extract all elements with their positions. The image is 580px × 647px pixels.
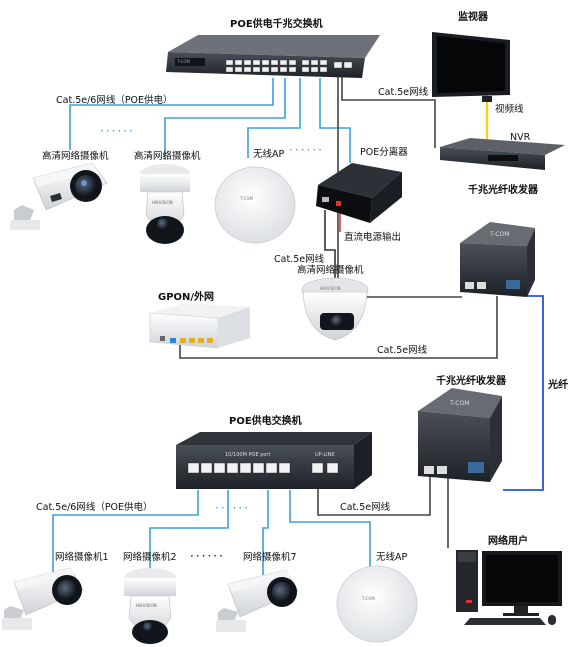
dots-top-left: ······ (100, 124, 135, 138)
brand-converter-top: T-COM (489, 231, 509, 238)
label-poe-splitter: POE分离器 (360, 146, 408, 158)
hd-camera-2: HIKVISION (140, 164, 190, 244)
label-cat5e-nvr: Cat.5e网线 (378, 86, 429, 98)
brand-converter-bottom: T-COM (449, 400, 469, 407)
switch-uplink-label: UP-LINK (315, 452, 335, 458)
label-network-user: 网络用户 (488, 534, 528, 547)
poe-switch: 10/100M POE port UP-LINK (176, 432, 372, 489)
svg-text:HIKVISION: HIKVISION (320, 286, 341, 291)
wireless-ap-top: T-COM (214, 166, 296, 244)
hd-camera-3: HIKVISION (301, 277, 369, 341)
label-wireless-ap-top: 无线AP (253, 148, 284, 160)
gpon-device (149, 303, 250, 349)
poe-cable-camera-1 (69, 78, 274, 150)
cable-b-switch-to-converter (317, 472, 431, 516)
switch-port-label: 10/100M POE port (225, 452, 270, 458)
svg-text:T-COM: T-COM (239, 196, 253, 201)
fiber-cable (503, 295, 544, 491)
svg-text:T-COM: T-COM (361, 596, 375, 601)
label-cat5e-gpon: Cat.5e网线 (377, 344, 428, 356)
cables-bottom (52, 472, 449, 575)
nvr (440, 138, 565, 170)
cable-gpon (179, 296, 498, 359)
poe-cable-b-camera-2 (149, 490, 229, 570)
label-gpon: GPON/外网 (158, 290, 214, 303)
label-poe-switch: POE供电交换机 (229, 414, 302, 427)
ellipsis-cameras: ······ (190, 549, 225, 563)
dots-bottom: ······ (215, 501, 250, 515)
gigabit-converter-bottom: T-COM (418, 388, 502, 482)
network-user-pc (456, 550, 562, 625)
poe-cable-camera-2 (164, 78, 286, 160)
poe-cable-ap (247, 78, 301, 158)
label-monitor: 监视器 (458, 10, 489, 23)
poe-cable-b-camera-1 (52, 490, 199, 575)
label-video-cable: 视频线 (495, 103, 524, 115)
label-camera-2: 网络摄像机2 (123, 551, 177, 563)
svg-text:HIKVISION: HIKVISION (152, 200, 173, 205)
label-cat5e-converter: Cat.5e网线 (340, 501, 391, 513)
poe-splitter (316, 163, 402, 223)
label-fiber: 光纤 (547, 378, 568, 391)
poe-cable-splitter (319, 78, 351, 163)
camera-7 (216, 569, 299, 632)
label-poe-gigabit-switch: POE供电千兆交换机 (230, 17, 323, 30)
wireless-ap-bottom: T-COM (336, 565, 418, 643)
label-gigabit-converter-top: 千兆光纤收发器 (468, 183, 539, 196)
label-hd-camera-3: 高清网络摄像机 (297, 264, 364, 276)
camera-2: HIKVISION (124, 568, 176, 644)
label-cat5e-splitter: Cat.5e网线 (274, 253, 325, 265)
monitor (432, 32, 510, 102)
poe-cable-b-ap (289, 490, 371, 568)
cables-top (69, 75, 544, 491)
poe-gigabit-switch: T-COM (166, 35, 380, 78)
label-gigabit-converter-bottom: 千兆光纤收发器 (436, 374, 507, 387)
label-dc-output: 直流电源输出 (344, 231, 401, 243)
dots-top-mid: ······ (289, 143, 324, 157)
cable-splitter-to-dome (324, 210, 336, 278)
gigabit-converter-top: T-COM (460, 222, 535, 297)
label-hd-camera-1: 高清网络摄像机 (42, 150, 109, 162)
label-cat5e-poe-top: Cat.5e/6网线（POE供电） (56, 94, 173, 106)
svg-text:HIKVISION: HIKVISION (136, 603, 157, 608)
label-cat5e-poe-bottom: Cat.5e/6网线（POE供电） (36, 501, 153, 513)
label-camera-7: 网络摄像机7 (243, 551, 297, 563)
label-wireless-ap-bottom: 无线AP (376, 551, 407, 563)
poe-cable-b-camera-7 (262, 490, 269, 575)
label-camera-1: 网络摄像机1 (55, 551, 109, 563)
camera-1 (2, 567, 84, 630)
hd-camera-1 (10, 162, 108, 230)
label-hd-camera-2: 高清网络摄像机 (134, 150, 201, 162)
svg-text:T-COM: T-COM (176, 59, 190, 64)
cable-switch-to-nvr (341, 75, 436, 148)
label-nvr: NVR (510, 132, 531, 143)
